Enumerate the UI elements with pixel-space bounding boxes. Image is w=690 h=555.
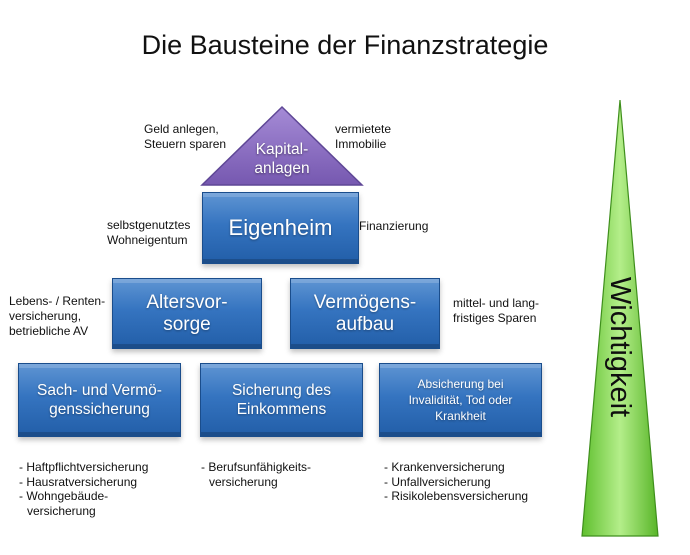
list-item: versicherung: [209, 474, 278, 489]
list-item: - Unfallversicherung: [384, 474, 491, 489]
block-altersvorsorge: Altersvor- sorge: [112, 278, 262, 349]
block-eigenheim: Eigenheim: [202, 192, 359, 264]
block-absicherung-label: Absicherung bei Invalidität, Tod oder Kr…: [409, 376, 513, 424]
label-line: Krankheit: [435, 409, 486, 423]
note-line: fristiges Sparen: [453, 311, 537, 325]
roof-triangle: [200, 105, 364, 186]
label-line: genssicherung: [49, 401, 150, 418]
note-line: Geld anlegen,: [144, 122, 219, 136]
importance-triangle: [581, 99, 659, 537]
list-item: - Haftpflichtversicherung: [19, 460, 149, 474]
note-line: Lebens- / Renten-: [9, 294, 106, 308]
note-line: mittel- und lang-: [453, 296, 540, 310]
block-altersvorsorge-label: Altersvor- sorge: [146, 292, 227, 336]
block-einkommenssicherung-label: Sicherung des Einkommens: [232, 381, 331, 419]
note-line: betriebliche AV: [9, 324, 89, 338]
note-line: versicherung,: [9, 309, 82, 323]
label-line: Altersvor-: [146, 291, 228, 313]
block-einkommenssicherung: Sicherung des Einkommens: [200, 363, 363, 437]
note-line: selbstgenutztes: [107, 218, 191, 232]
note-sparen: mittel- und lang- fristiges Sparen: [453, 296, 539, 326]
note-line: vermietete: [335, 122, 392, 136]
list-item: - Hausratversicherung: [19, 474, 138, 489]
block-eigenheim-label: Eigenheim: [228, 215, 333, 240]
note-geld-anlegen: Geld anlegen, Steuern sparen: [144, 122, 226, 152]
roof-label: Kapital- anlagen: [200, 140, 364, 178]
note-line: Steuern sparen: [144, 137, 227, 151]
list-item: versicherung: [27, 503, 96, 518]
list-item: - Krankenversicherung: [384, 460, 505, 474]
list-item: - Berufsunfähigkeits-: [201, 460, 312, 474]
note-selbstgenutzt: selbstgenutztes Wohneigentum: [107, 218, 190, 248]
list-item: - Risikolebensversicherung: [384, 489, 529, 503]
label-line: Sach- und Vermö-: [37, 382, 162, 399]
block-vermoegensaufbau: Vermögens- aufbau: [290, 278, 440, 349]
list-einkommen: - Berufsunfähigkeits- versicherung: [201, 460, 311, 489]
note-vermietete-immobilie: vermietete Immobilie: [335, 122, 391, 152]
label-line: Absicherung bei: [417, 377, 504, 391]
note-line: Wohneigentum: [107, 233, 188, 247]
label-line: sorge: [163, 313, 211, 335]
list-kranken: - Krankenversicherung - Unfallversicheru…: [384, 460, 528, 504]
roof-label-line: anlagen: [254, 160, 310, 177]
note-lebensversicherung: Lebens- / Renten- versicherung, betriebl…: [9, 294, 105, 339]
label-line: Sicherung des: [231, 382, 332, 399]
block-sachsicherung-label: Sach- und Vermö- genssicherung: [37, 381, 162, 419]
note-line: Immobilie: [335, 137, 387, 151]
list-sachsicherung: - Haftpflichtversicherung - Hausratversi…: [19, 460, 148, 518]
roof-label-line: Kapital-: [255, 141, 309, 158]
block-absicherung: Absicherung bei Invalidität, Tod oder Kr…: [379, 363, 542, 437]
importance-label: Wichtigkeit: [604, 276, 636, 418]
note-finanzierung: Finanzierung: [359, 219, 429, 233]
label-line: Vermögens-: [313, 291, 417, 313]
list-item: - Wohngebäude-: [19, 489, 109, 503]
block-sachsicherung: Sach- und Vermö- genssicherung: [18, 363, 181, 437]
diagram-title: Die Bausteine der Finanzstrategie: [141, 30, 549, 60]
label-line: Einkommens: [236, 401, 327, 418]
block-vermoegensaufbau-label: Vermögens- aufbau: [314, 292, 416, 336]
label-line: aufbau: [335, 313, 395, 335]
label-line: Invalidität, Tod oder: [408, 393, 513, 407]
